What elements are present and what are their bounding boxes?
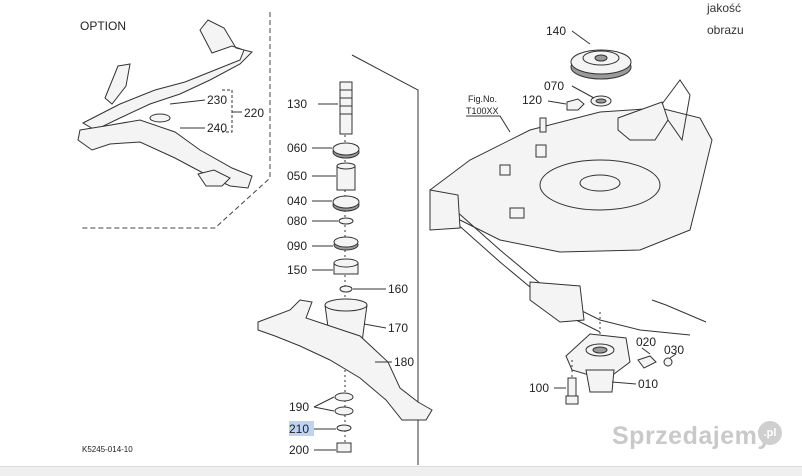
fig-ref: T100XX — [466, 106, 499, 116]
option-blade-lower-fin — [197, 169, 231, 187]
label-080: 080 — [287, 214, 307, 228]
deck-assembly: 140 070 120 Fig.No. T100XX 010 020 030 — [429, 24, 713, 405]
exploded-column: 130 060 050 040 080 090 150 160 — [82, 54, 433, 465]
washer-190a — [334, 392, 354, 402]
label-190: 190 — [289, 400, 309, 414]
fig-no: Fig.No. — [468, 94, 497, 104]
spindle-shaft — [339, 81, 353, 135]
watermark: Sprzedajemy — [612, 422, 772, 450]
deck-tab-a — [499, 164, 511, 176]
label-170: 170 — [388, 321, 408, 335]
watermark-pl-badge: .pl — [758, 421, 782, 445]
bottom-scroll-area — [0, 466, 802, 476]
quality-line-2: obrazu — [707, 23, 744, 37]
label-230: 230 — [207, 93, 227, 107]
label-040: 040 — [287, 194, 307, 208]
deck-lower-bracket — [529, 281, 585, 323]
label-020: 020 — [636, 335, 656, 349]
label-240: 240 — [207, 121, 227, 135]
label-100: 100 — [529, 381, 549, 395]
deck-tab-c — [509, 207, 525, 219]
label-220: 220 — [244, 106, 264, 120]
label-130: 130 — [287, 97, 307, 111]
option-blade-upper — [81, 19, 253, 131]
label-030: 030 — [664, 343, 684, 357]
label-050: 050 — [287, 169, 307, 183]
quality-note: jakość obrazu — [707, 0, 797, 41]
option-title: OPTION — [80, 19, 126, 33]
drawing-code: K5245-014-10 — [82, 445, 133, 454]
label-200: 200 — [289, 443, 309, 457]
deck-bracket — [617, 101, 669, 141]
deck-side-bracket — [429, 189, 461, 231]
fitting-020 — [637, 355, 657, 369]
option-hub — [149, 113, 171, 123]
clip-160 — [339, 285, 353, 293]
label-090: 090 — [287, 239, 307, 253]
option-blade-upper-fin — [104, 63, 131, 105]
label-120: 120 — [522, 93, 542, 107]
blade-180 — [257, 299, 433, 421]
label-010: 010 — [638, 377, 658, 391]
quality-line-1: jakość — [707, 1, 742, 15]
label-160: 160 — [388, 282, 408, 296]
collar-050 — [336, 165, 356, 191]
label-150: 150 — [287, 263, 307, 277]
label-210: 210 — [289, 422, 309, 436]
label-060: 060 — [287, 141, 307, 155]
washer-210 — [336, 424, 352, 432]
label-140: 140 — [546, 24, 566, 38]
option-inset: OPTION 230 240 220 — [77, 12, 271, 229]
nut-200 — [336, 442, 352, 453]
nut-120 — [566, 98, 585, 111]
washer-190b — [334, 406, 354, 416]
label-180: 180 — [394, 355, 414, 369]
label-070: 070 — [544, 79, 564, 93]
selected-highlight — [289, 421, 314, 436]
ring-080 — [338, 217, 354, 225]
deck-tab-b — [535, 144, 547, 158]
nipple-030 — [663, 357, 673, 367]
deck-pin — [539, 117, 547, 133]
bolt-100 — [567, 377, 577, 399]
